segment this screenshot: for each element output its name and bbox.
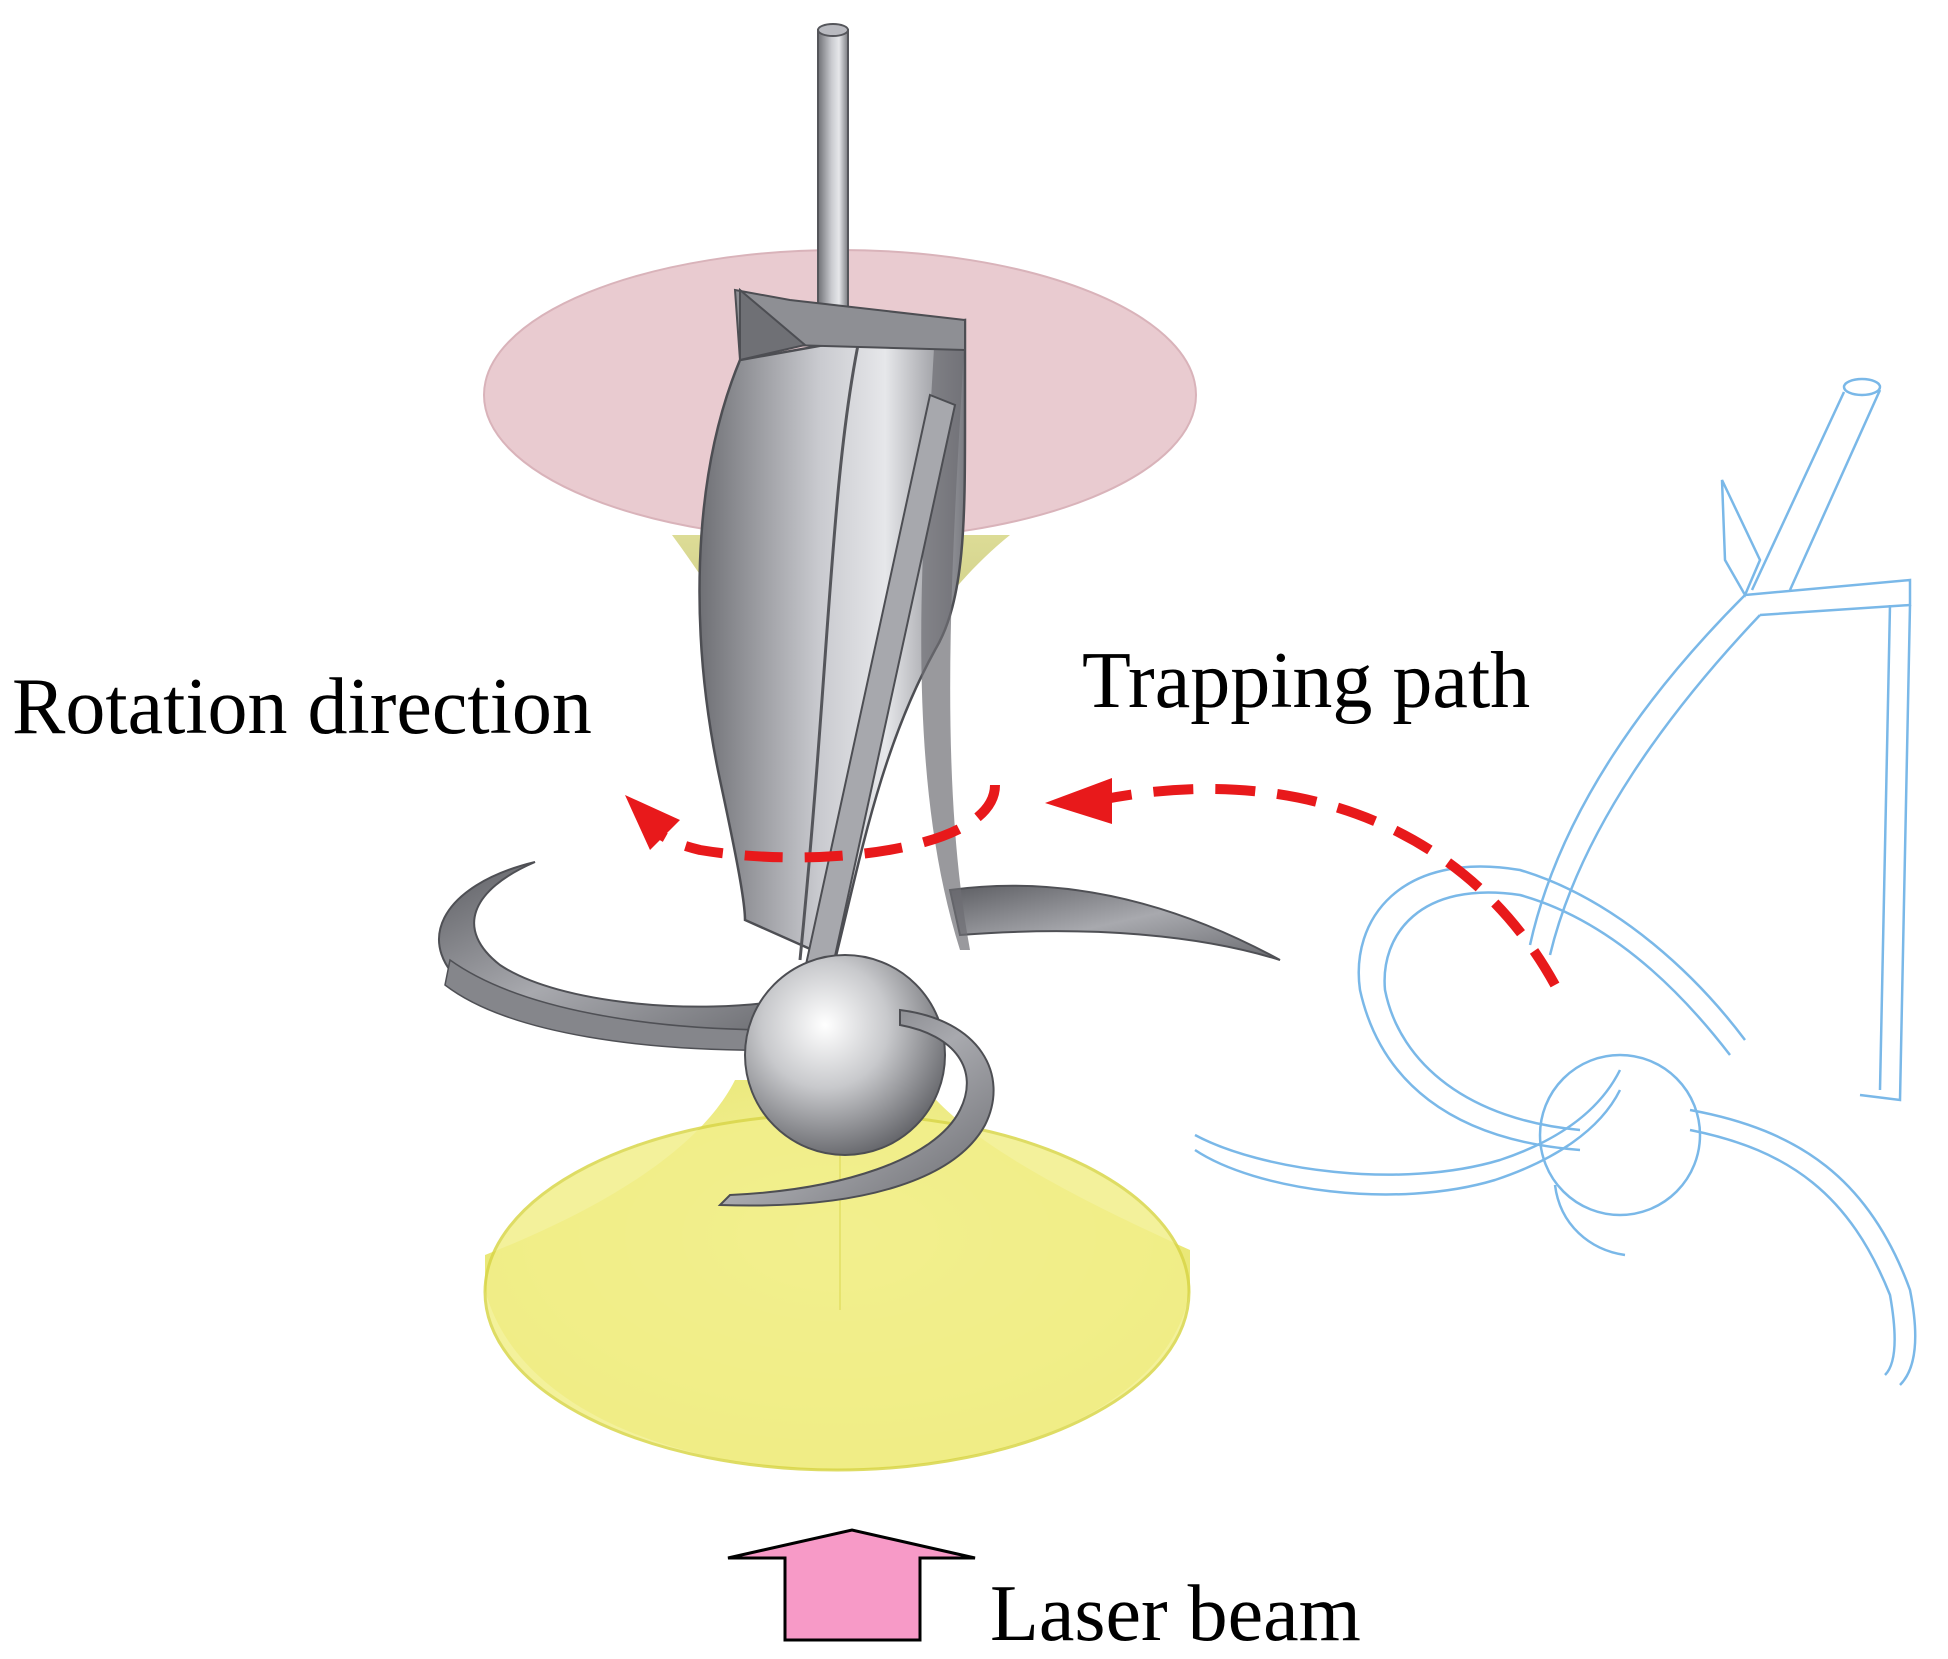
rotor-outline-sketch [1194, 377, 1917, 1386]
rotation-direction-arrow [625, 784, 1000, 863]
left-curved-blade [438, 861, 787, 1051]
rotor-shaft [817, 23, 849, 331]
rotor-cap [733, 287, 966, 362]
trapping-path-arrow [1045, 778, 1560, 988]
laser-beam-arrow [727, 1528, 976, 1642]
right-curved-blade [948, 884, 1281, 961]
laser-beam-label: Laser beam [990, 1570, 1361, 1658]
laser-focus-cone-lower [483, 1080, 1191, 1472]
rotation-direction-label: Rotation direction [12, 663, 592, 751]
rotor-sphere [744, 954, 946, 1156]
trapping-path-label: Trapping path [1082, 637, 1530, 725]
front-curved-blade [717, 1008, 995, 1207]
